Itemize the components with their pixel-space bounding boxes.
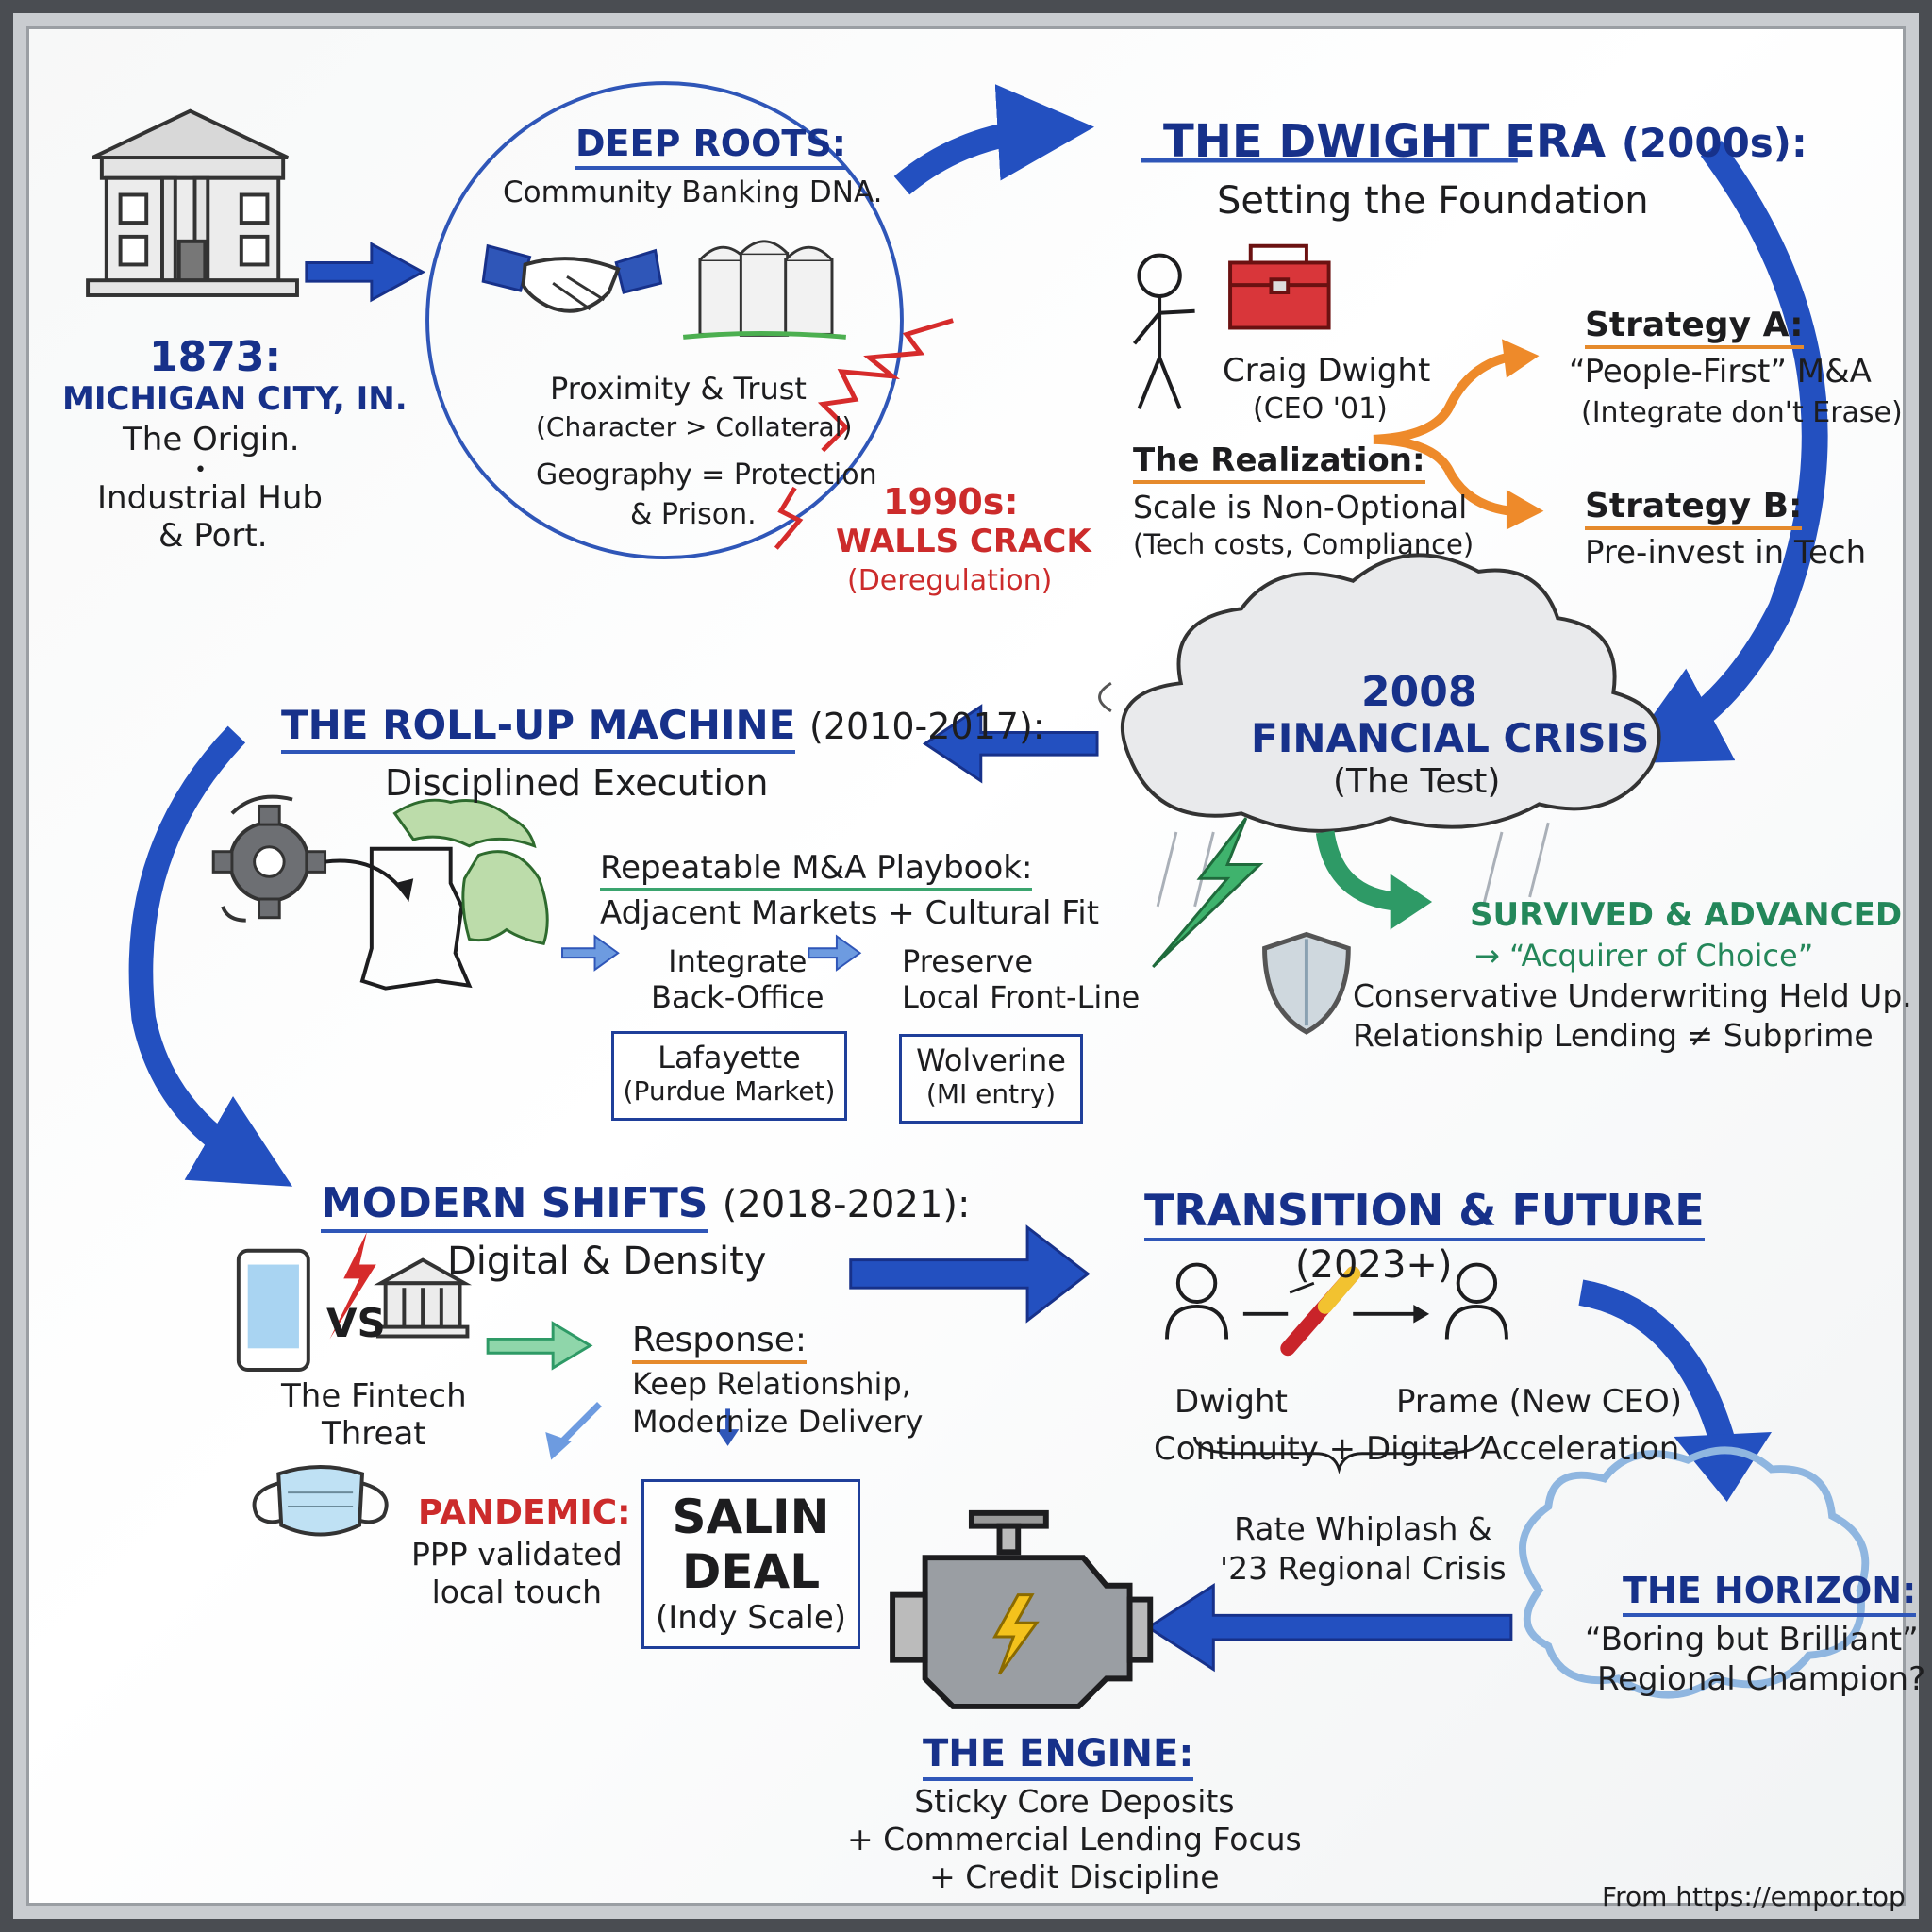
- origin-desc-1: Industrial Hub: [97, 479, 323, 517]
- survived-title: SURVIVED & ADVANCED: [1470, 896, 1903, 934]
- arrow-dwight-to-crisis: [1618, 140, 1828, 764]
- michigan-map-icon: [392, 798, 549, 946]
- arrow-modern-to-future: [849, 1224, 1091, 1324]
- crack-title: WALLS CRACK: [836, 523, 1091, 560]
- arrow-horizon-to-engine: [1145, 1583, 1513, 1673]
- crisis-title: FINANCIAL CRISIS: [1251, 715, 1650, 761]
- modern-title: MODERN SHIFTS (2018-2021):: [321, 1179, 970, 1233]
- roots-title: DEEP ROOTS:: [575, 123, 846, 170]
- future-continuity: Continuity + Digital Acceleration: [1154, 1430, 1680, 1468]
- small-bank-icon: [374, 1257, 473, 1339]
- whiteboard: 1873: MICHIGAN CITY, IN. The Origin. • I…: [13, 13, 1925, 1919]
- lightning-icon: [1152, 817, 1264, 969]
- bank-building-icon: [86, 108, 299, 297]
- crisis-year: 2008: [1361, 668, 1477, 716]
- face-mask-icon: [252, 1465, 389, 1537]
- strategy-a-line-1: “People-First” M&A: [1569, 353, 1872, 391]
- future-title: TRANSITION & FUTURE: [1144, 1185, 1705, 1241]
- crisis-line-1: Conservative Underwriting Held Up.: [1353, 977, 1912, 1014]
- dwight-era-subtitle: Setting the Foundation: [1217, 179, 1649, 223]
- shield-icon: [1262, 931, 1351, 1035]
- dwight-person: Craig Dwight: [1223, 352, 1431, 390]
- grain-silos-icon: [682, 240, 846, 340]
- vs-label: VS: [326, 1300, 386, 1346]
- wolverine-box: Wolverine(MI entry): [899, 1034, 1083, 1124]
- rollup-subtitle: Disciplined Execution: [385, 762, 769, 804]
- storm-cloud-icon: [1098, 553, 1661, 908]
- engine-icon: [890, 1509, 1154, 1709]
- acquirer-of-choice: → “Acquirer of Choice”: [1474, 938, 1814, 974]
- origin-label: The Origin.: [123, 421, 300, 458]
- dwight-era-title: THE DWIGHT ERA (2000s):: [1163, 115, 1807, 168]
- arrow-roots-to-dwight: [893, 84, 1095, 195]
- strategy-b-title: Strategy B:: [1585, 487, 1803, 530]
- arrow-future-to-horizon: [1578, 1279, 1739, 1455]
- engine-title: THE ENGINE:: [923, 1732, 1194, 1781]
- gear-icon: [211, 794, 327, 923]
- footer-source: From https://empor.top: [1602, 1881, 1906, 1912]
- modern-subtitle: Digital & Density: [447, 1240, 767, 1283]
- horizon-cloud: [1519, 1446, 1870, 1699]
- salin-deal-box: SALIN DEAL (Indy Scale): [641, 1479, 860, 1649]
- arrow-rollup-to-modern: [128, 725, 293, 1187]
- roots-geo-2: & Prison.: [630, 498, 757, 531]
- arrow-crisis-to-rollup: [922, 704, 1099, 784]
- crisis-line-2: Relationship Lending ≠ Subprime: [1353, 1017, 1874, 1054]
- future-whiplash: Rate Whiplash &'23 Regional Crisis: [1220, 1510, 1507, 1587]
- realization-line-1: Scale is Non-Optional: [1133, 489, 1468, 525]
- diagram-art: [86, 81, 1870, 1709]
- strategy-b-line-1: Pre-invest in Tech: [1585, 534, 1867, 572]
- origin-desc-2: & Port.: [158, 517, 268, 555]
- origin-year: 1873:: [149, 333, 282, 381]
- person-dwight-icon: [1165, 1262, 1229, 1340]
- future-prame: Prame (New CEO): [1396, 1383, 1683, 1421]
- playbook-title: Repeatable M&A Playbook:: [600, 849, 1033, 891]
- origin-place: MICHIGAN CITY, IN.: [62, 380, 408, 418]
- toolbox-icon: [1228, 243, 1331, 330]
- strategy-fork-arrows: [1373, 353, 1512, 516]
- horizon-line-1: “Boring but Brilliant”: [1585, 1621, 1919, 1658]
- future-years: (2023+): [1295, 1243, 1453, 1287]
- crack-note: (Deregulation): [847, 564, 1053, 597]
- roots-geo-1: Geography = Protection: [536, 458, 877, 491]
- lafayette-box: Lafayette(Purdue Market): [611, 1031, 847, 1121]
- strategy-a-title: Strategy A:: [1585, 306, 1804, 349]
- crack-lightning-icon: [817, 318, 954, 453]
- crack-year: 1990s:: [883, 481, 1019, 523]
- crisis-note: (The Test): [1333, 762, 1501, 801]
- pandemic-title: PANDEMIC:: [418, 1493, 631, 1532]
- strategy-a-line-2: (Integrate don't Erase): [1581, 396, 1903, 429]
- handshake-icon: [481, 243, 663, 313]
- person-prame-icon: [1444, 1262, 1508, 1340]
- origin-bullet: •: [194, 458, 207, 482]
- baton-icon: [1280, 1266, 1361, 1357]
- roots-trust-note: (Character > Collateral): [536, 411, 853, 442]
- engine-lines: Sticky Core Deposits+ Commercial Lending…: [847, 1783, 1302, 1895]
- phone-icon: [236, 1248, 310, 1372]
- future-dwight: Dwight: [1174, 1383, 1288, 1421]
- response-line-1: Keep Relationship,: [632, 1366, 911, 1402]
- roots-trust: Proximity & Trust: [550, 371, 807, 407]
- indiana-map-icon: [359, 846, 473, 991]
- response-line-2: Modernize Delivery: [632, 1404, 924, 1440]
- roots-subtitle: Community Banking DNA.: [503, 175, 883, 209]
- arrow-origin-to-roots: [305, 242, 426, 303]
- rollup-title: THE ROLL-UP MACHINE (2010-2017):: [281, 702, 1045, 754]
- brace: [1193, 1436, 1485, 1474]
- realization-title: The Realization:: [1133, 441, 1425, 484]
- stick-figure-icon: [1132, 253, 1195, 410]
- survived-green-arrow: [1315, 830, 1401, 911]
- realization-line-2: (Tech costs, Compliance): [1133, 528, 1474, 560]
- dwight-person-note: (CEO '01): [1253, 392, 1388, 425]
- response-title: Response:: [632, 1321, 808, 1364]
- deep-roots-circle: [425, 81, 904, 560]
- horizon-title: THE HORIZON:: [1623, 1570, 1917, 1617]
- playbook-line-1: Adjacent Markets + Cultural Fit: [600, 894, 1100, 932]
- horizon-line-2: Regional Champion?: [1597, 1660, 1926, 1698]
